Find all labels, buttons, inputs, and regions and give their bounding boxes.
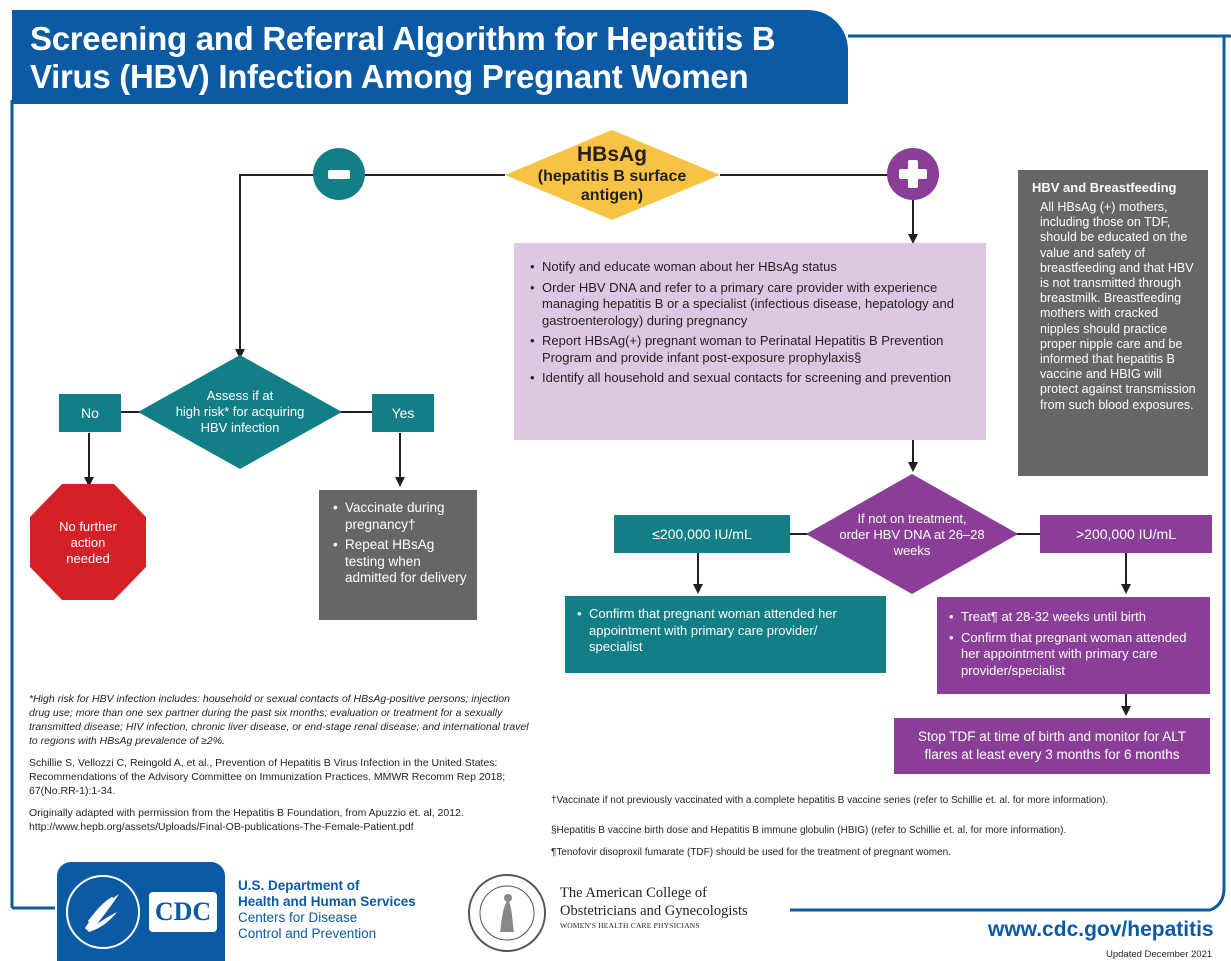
positive-action-item: Order HBV DNA and refer to a primary car…: [528, 280, 966, 330]
positive-actions-list: Notify and educate woman about her HBsAg…: [528, 259, 966, 387]
stop-tdf-line-2: flares at least every 3 months for 6 mon…: [924, 747, 1180, 762]
hbsag-title: HBsAg: [576, 143, 647, 166]
dna-line-2: order HBV DNA at 26–28: [839, 527, 985, 542]
breastfeeding-text: All HBsAg (+) mothers, including those o…: [1040, 200, 1196, 412]
hbig-footnote: §Hepatitis B vaccine birth dose and Hepa…: [551, 825, 1067, 836]
no-action-line-1: No further: [59, 519, 117, 534]
confirm-low-list: Confirm that pregnant woman attended her…: [575, 606, 872, 656]
acog-line-3: WOMEN'S HEALTH CARE PHYSICIANS: [560, 921, 700, 930]
risk-line-3: HBV infection: [200, 420, 280, 435]
hbsag-label: HBsAg (hepatitis B surface antigen): [520, 132, 704, 216]
low-dna-box: ≤200,000 IU/mL: [614, 515, 790, 553]
hbsag-diamond: [505, 130, 720, 220]
vaccinate-footnote: †Vaccinate if not previously vaccinated …: [551, 795, 1109, 806]
confirm-low-item: Confirm that pregnant woman attended her…: [575, 606, 872, 656]
vaccinate-item: Repeat HBsAg testing when admitted for d…: [331, 537, 469, 587]
stop-tdf-box: Stop TDF at time of birth and monitor fo…: [894, 718, 1210, 774]
adapted-footnote: Originally adapted with permission from …: [29, 807, 464, 819]
treat-item: Treat¶ at 28-32 weeks until birth: [947, 609, 1200, 626]
positive-action-item: Report HBsAg(+) pregnant woman to Perina…: [528, 333, 966, 366]
dna-line-1: If not on treatment,: [857, 511, 967, 526]
positive-sign: [887, 148, 939, 200]
website-link[interactable]: www.cdc.gov/hepatitis: [988, 918, 1214, 941]
no-action-label: No further action needed: [40, 516, 136, 570]
title-line-1: Screening and Referral Algorithm for Hep…: [30, 20, 776, 57]
breastfeeding-heading: HBV and Breastfeeding: [1032, 180, 1177, 195]
no-action-octagon: [30, 484, 146, 600]
hhs-line-3: Centers for Disease: [238, 910, 358, 925]
hhs-line-4: Control and Prevention: [238, 926, 377, 941]
no-box: No: [59, 394, 121, 432]
negative-sign: [313, 148, 365, 200]
acog-text: The American College of Obstetricians an…: [560, 884, 790, 932]
positive-action-item: Identify all household and sexual contac…: [528, 370, 966, 387]
risk-line-1: Assess if at: [206, 388, 274, 403]
hhs-text: U.S. Department of Health and Human Serv…: [238, 878, 438, 942]
title-line-2: Virus (HBV) Infection Among Pregnant Wom…: [30, 58, 749, 95]
dna-line-3: weeks: [893, 543, 931, 558]
hbsag-subtitle-1: (hepatitis B surface: [537, 168, 687, 185]
updated-date: Updated December 2021: [1106, 949, 1213, 960]
yes-box: Yes: [372, 394, 434, 432]
page-border-bottom-right: [790, 887, 1226, 912]
cdc-logo: CDC: [149, 892, 217, 932]
dna-diamond: [806, 474, 1018, 594]
plus-icon: [899, 160, 927, 188]
title-bar: Screening and Referral Algorithm for Hep…: [12, 10, 848, 104]
no-action-line-2: action: [70, 535, 106, 550]
source-url[interactable]: http://www.hepb.org/assets/Uploads/Final…: [29, 821, 414, 833]
high-dna-box: >200,000 IU/mL: [1040, 515, 1212, 553]
acog-line-1: The American College of: [560, 885, 707, 901]
confirm-low-box: Confirm that pregnant woman attended her…: [565, 596, 886, 673]
hhs-eagle-icon: [66, 875, 140, 949]
acog-line-2: Obstetricians and Gynecologists: [560, 903, 748, 919]
risk-line-2: high risk* for acquiring: [175, 404, 305, 419]
treat-box: Treat¶ at 28-32 weeks until birth Confir…: [937, 597, 1210, 694]
dna-label: If not on treatment, order HBV DNA at 26…: [822, 508, 1002, 562]
vaccinate-box: Vaccinate during pregnancy† Repeat HBsAg…: [319, 490, 477, 620]
positive-actions-box: Notify and educate woman about her HBsAg…: [514, 243, 986, 440]
hhs-line-2: Health and Human Services: [238, 894, 416, 909]
acog-seal-icon: [468, 874, 546, 952]
positive-action-item: Notify and educate woman about her HBsAg…: [528, 259, 966, 276]
no-action-line-3: needed: [66, 551, 110, 566]
risk-label: Assess if at high risk* for acquiring HB…: [168, 384, 312, 440]
vaccinate-item: Vaccinate during pregnancy†: [331, 500, 469, 533]
treat-list: Treat¶ at 28-32 weeks until birth Confir…: [947, 609, 1200, 679]
hbsag-subtitle-2: antigen): [580, 187, 644, 204]
stop-tdf-line-1: Stop TDF at time of birth and monitor fo…: [917, 729, 1187, 744]
breastfeeding-box: HBV and Breastfeeding All HBsAg (+) moth…: [1018, 170, 1208, 476]
risk-diamond: [138, 355, 342, 469]
cdc-logo-text: CDC: [154, 897, 212, 926]
hhs-line-1: U.S. Department of: [238, 878, 360, 893]
treat-item: Confirm that pregnant woman attended her…: [947, 630, 1200, 680]
tdf-footnote: ¶Tenofovir disoproxil fumarate (TDF) sho…: [551, 847, 952, 858]
minus-icon: [328, 169, 350, 179]
vaccinate-list: Vaccinate during pregnancy† Repeat HBsAg…: [331, 500, 469, 587]
hhs-logo: CDC: [57, 862, 225, 961]
reference-footnote: Schillie S, Vellozzi C, Reingold A, et a…: [29, 757, 506, 797]
high-risk-footnote: *High risk for HBV infection includes: h…: [29, 693, 529, 747]
